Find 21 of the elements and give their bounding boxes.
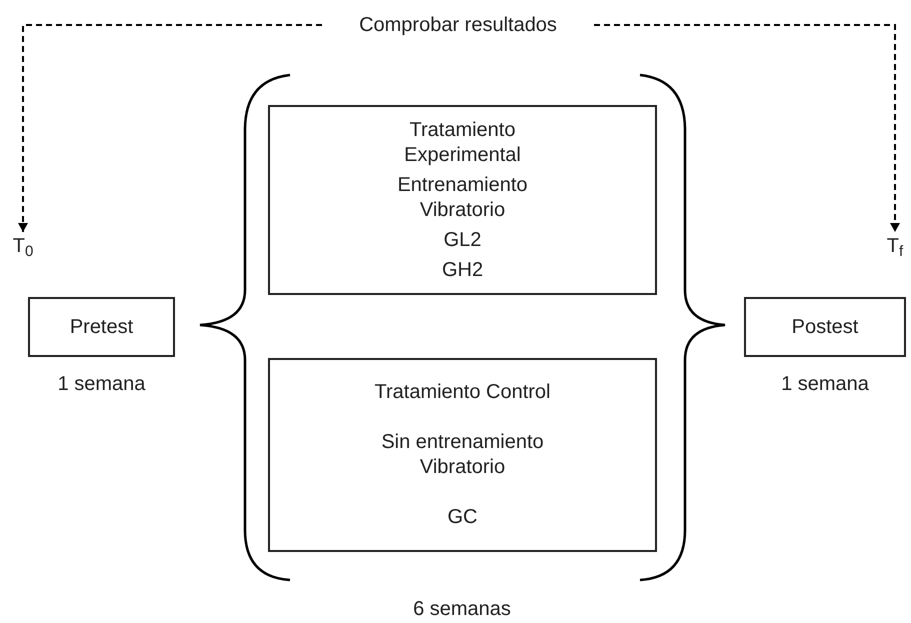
dashed-arrow [18, 24, 322, 232]
duration-label: 1 semana [780, 372, 870, 397]
text-label: Comprobar resultados [322, 11, 594, 39]
process-box [268, 105, 657, 295]
box-text: Pretest [70, 314, 134, 340]
box-text: GL2 [444, 228, 482, 252]
box-text: Tratamiento Control [374, 380, 550, 406]
process-box [268, 358, 657, 552]
text-label: T$_{0}$ [6, 232, 40, 260]
duration-label: 1 semana [56, 372, 146, 397]
box-text: Tratamiento Experimental [403, 118, 522, 168]
process-box [28, 297, 175, 357]
box-text: Sin entrenamiento Vibratorio [380, 430, 545, 480]
box-text: GC [448, 504, 478, 530]
box-text: Entrenamiento Vibratorio [396, 172, 529, 222]
dashed-arrow [594, 24, 900, 232]
box-text: GH2 [442, 258, 484, 282]
text-label: T$_{f}$ [880, 232, 910, 260]
box-text: Postest [792, 314, 858, 340]
duration-label: 6 semanas [412, 597, 512, 622]
process-box [744, 297, 906, 357]
